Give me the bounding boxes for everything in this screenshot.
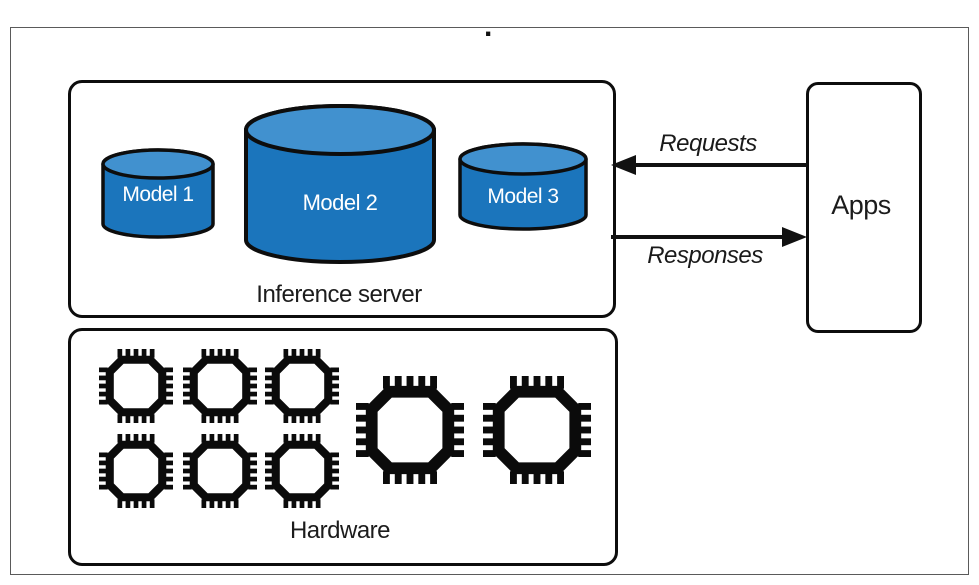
chip-icon-small bbox=[183, 434, 257, 508]
apps-label: Apps bbox=[831, 190, 891, 220]
model-1-label: Model 1 bbox=[122, 183, 194, 206]
requests-label: Requests bbox=[659, 130, 757, 157]
responses-arrowhead-right-icon bbox=[782, 227, 807, 247]
chip-icon-small bbox=[99, 434, 173, 508]
requests-arrowhead-left-icon bbox=[611, 155, 636, 175]
chip-icon-large bbox=[356, 376, 464, 484]
chip-icon-small bbox=[99, 349, 173, 423]
apps-box bbox=[806, 82, 922, 333]
chip-icon-small bbox=[265, 349, 339, 423]
model-2-cylinder-icon bbox=[244, 104, 436, 264]
chip-icon-small bbox=[265, 434, 339, 508]
chip-icon-small bbox=[183, 349, 257, 423]
model-3-cylinder-icon bbox=[458, 142, 588, 231]
chip-icon-large bbox=[483, 376, 591, 484]
stray-period: . bbox=[484, 10, 493, 43]
model-1-cylinder-icon bbox=[101, 148, 215, 239]
model-3-label: Model 3 bbox=[487, 185, 559, 208]
hardware-label: Hardware bbox=[289, 517, 391, 544]
model-2-label: Model 2 bbox=[302, 190, 378, 215]
responses-label: Responses bbox=[647, 242, 763, 269]
inference-server-label: Inference server bbox=[256, 281, 422, 308]
responses-arrow-line bbox=[611, 235, 785, 239]
requests-arrow-line bbox=[633, 163, 807, 167]
